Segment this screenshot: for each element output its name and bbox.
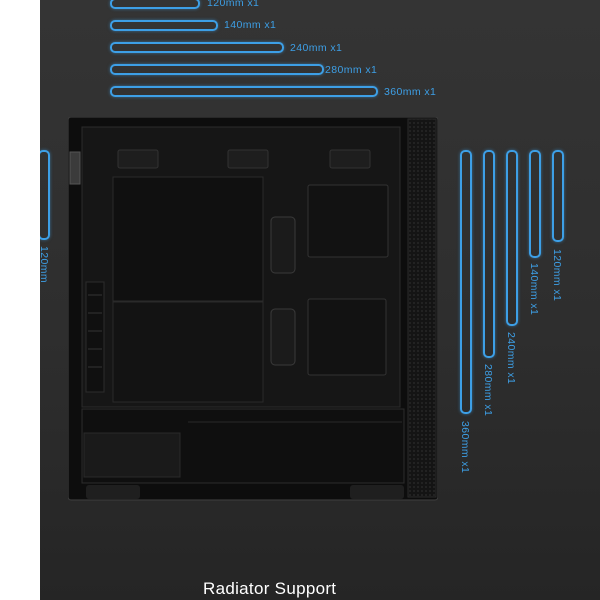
top-bar-360 [110, 86, 378, 97]
front-bar-240 [506, 150, 518, 326]
top-bar-280 [110, 64, 324, 75]
front-label-120: 120mm x1 [551, 249, 563, 302]
front-label-240: 240mm x1 [505, 332, 517, 385]
top-bar-240 [110, 42, 284, 53]
top-label-240: 240mm x1 [290, 42, 343, 54]
front-label-360: 360mm x1 [459, 421, 471, 474]
front-bar-360 [460, 150, 472, 414]
front-label-280: 280mm x1 [482, 364, 494, 417]
top-bar-140 [110, 20, 218, 31]
top-label-360: 360mm x1 [384, 86, 437, 98]
pc-case-image [68, 117, 438, 502]
front-bar-120 [552, 150, 564, 242]
top-label-280: 280mm x1 [325, 64, 378, 76]
top-bar-120 [110, 0, 200, 9]
front-bar-140 [529, 150, 541, 258]
front-label-140: 140mm x1 [528, 263, 540, 316]
top-label-120: 120mm x1 [207, 0, 260, 9]
rear-label-120: 120mm [40, 246, 50, 284]
front-bar-280 [483, 150, 495, 358]
radiator-support-caption: Radiator Support [203, 579, 337, 598]
top-label-140: 140mm x1 [224, 19, 277, 31]
product-feature-panel: 120mm x1 140mm x1 240mm x1 280mm x1 360m… [40, 0, 600, 600]
rear-bar-120 [40, 150, 50, 240]
